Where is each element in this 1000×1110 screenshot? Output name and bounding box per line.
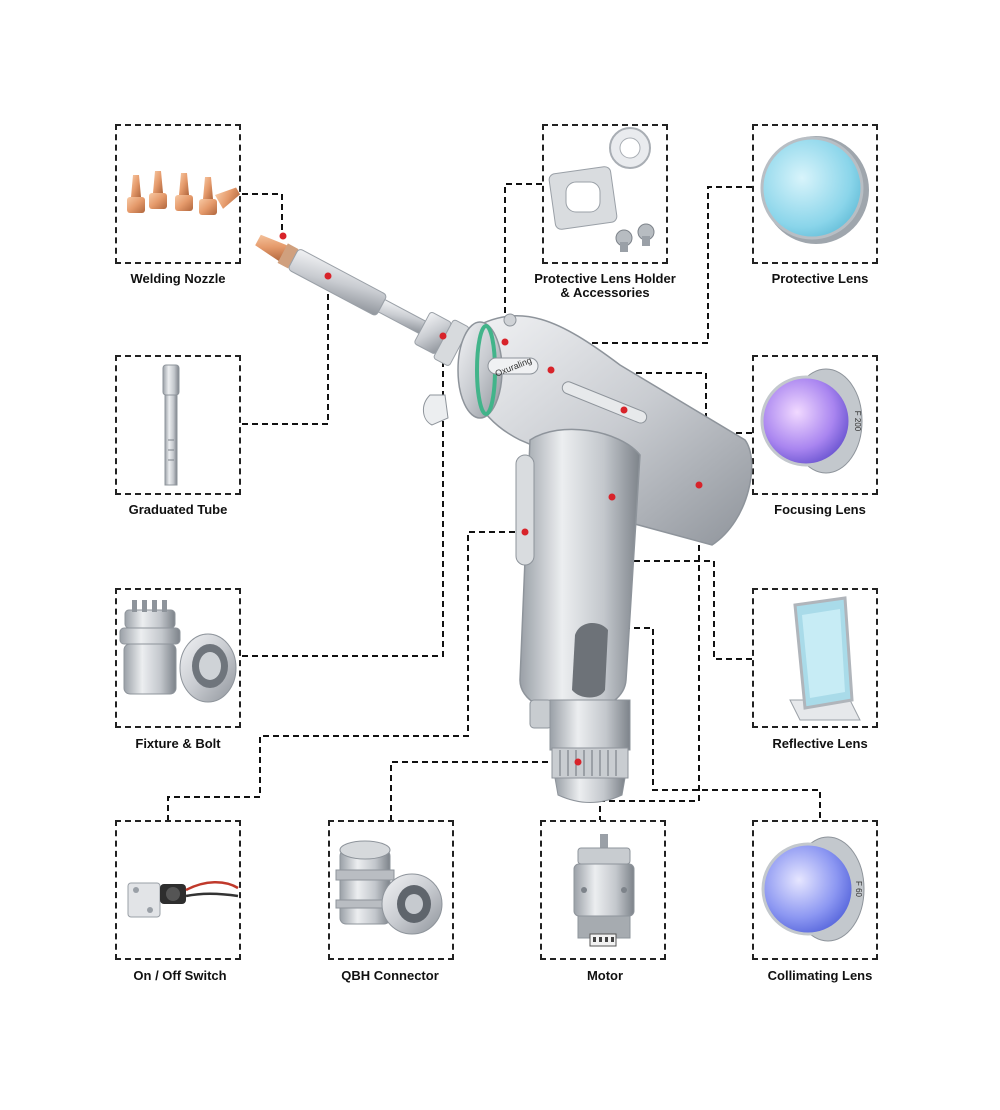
reflective-lens-image [790, 598, 860, 720]
label-graduated-tube: Graduated Tube [88, 503, 268, 517]
label-on-off-switch: On / Off Switch [90, 969, 270, 983]
label-focusing-lens: Focusing Lens [730, 503, 910, 517]
label-welding-nozzle: Welding Nozzle [88, 272, 268, 286]
focusing-lens-image: F 200 [762, 369, 862, 473]
label-qbh-connector: QBH Connector [300, 969, 480, 983]
qbh-connector-image [336, 841, 442, 934]
protective-lens-holder-image [548, 128, 654, 252]
graduated-tube-image [163, 365, 179, 485]
label-reflective-lens: Reflective Lens [730, 737, 910, 751]
protective-lens-image [762, 136, 869, 244]
label-protective-lens: Protective Lens [730, 272, 910, 286]
fixture-bolt-image [120, 600, 236, 702]
motor-image [574, 834, 634, 946]
collimating-lens-marking: F 60 [854, 881, 863, 898]
focusing-lens-marking: F 200 [853, 411, 862, 432]
label-collimating-lens: Collimating Lens [730, 969, 910, 983]
label-protective-lens-holder: Protective Lens Holder & Accessories [515, 272, 695, 300]
welding-gun: Oxuraling [248, 221, 752, 803]
label-motor: Motor [515, 969, 695, 983]
welding-nozzle-image [127, 171, 242, 215]
label-fixture-bolt: Fixture & Bolt [88, 737, 268, 751]
on-off-switch-image [128, 882, 238, 917]
label-protective-lens-holder-text: Protective Lens Holder & Accessories [534, 271, 676, 300]
collimating-lens-image: F 60 [763, 837, 864, 941]
